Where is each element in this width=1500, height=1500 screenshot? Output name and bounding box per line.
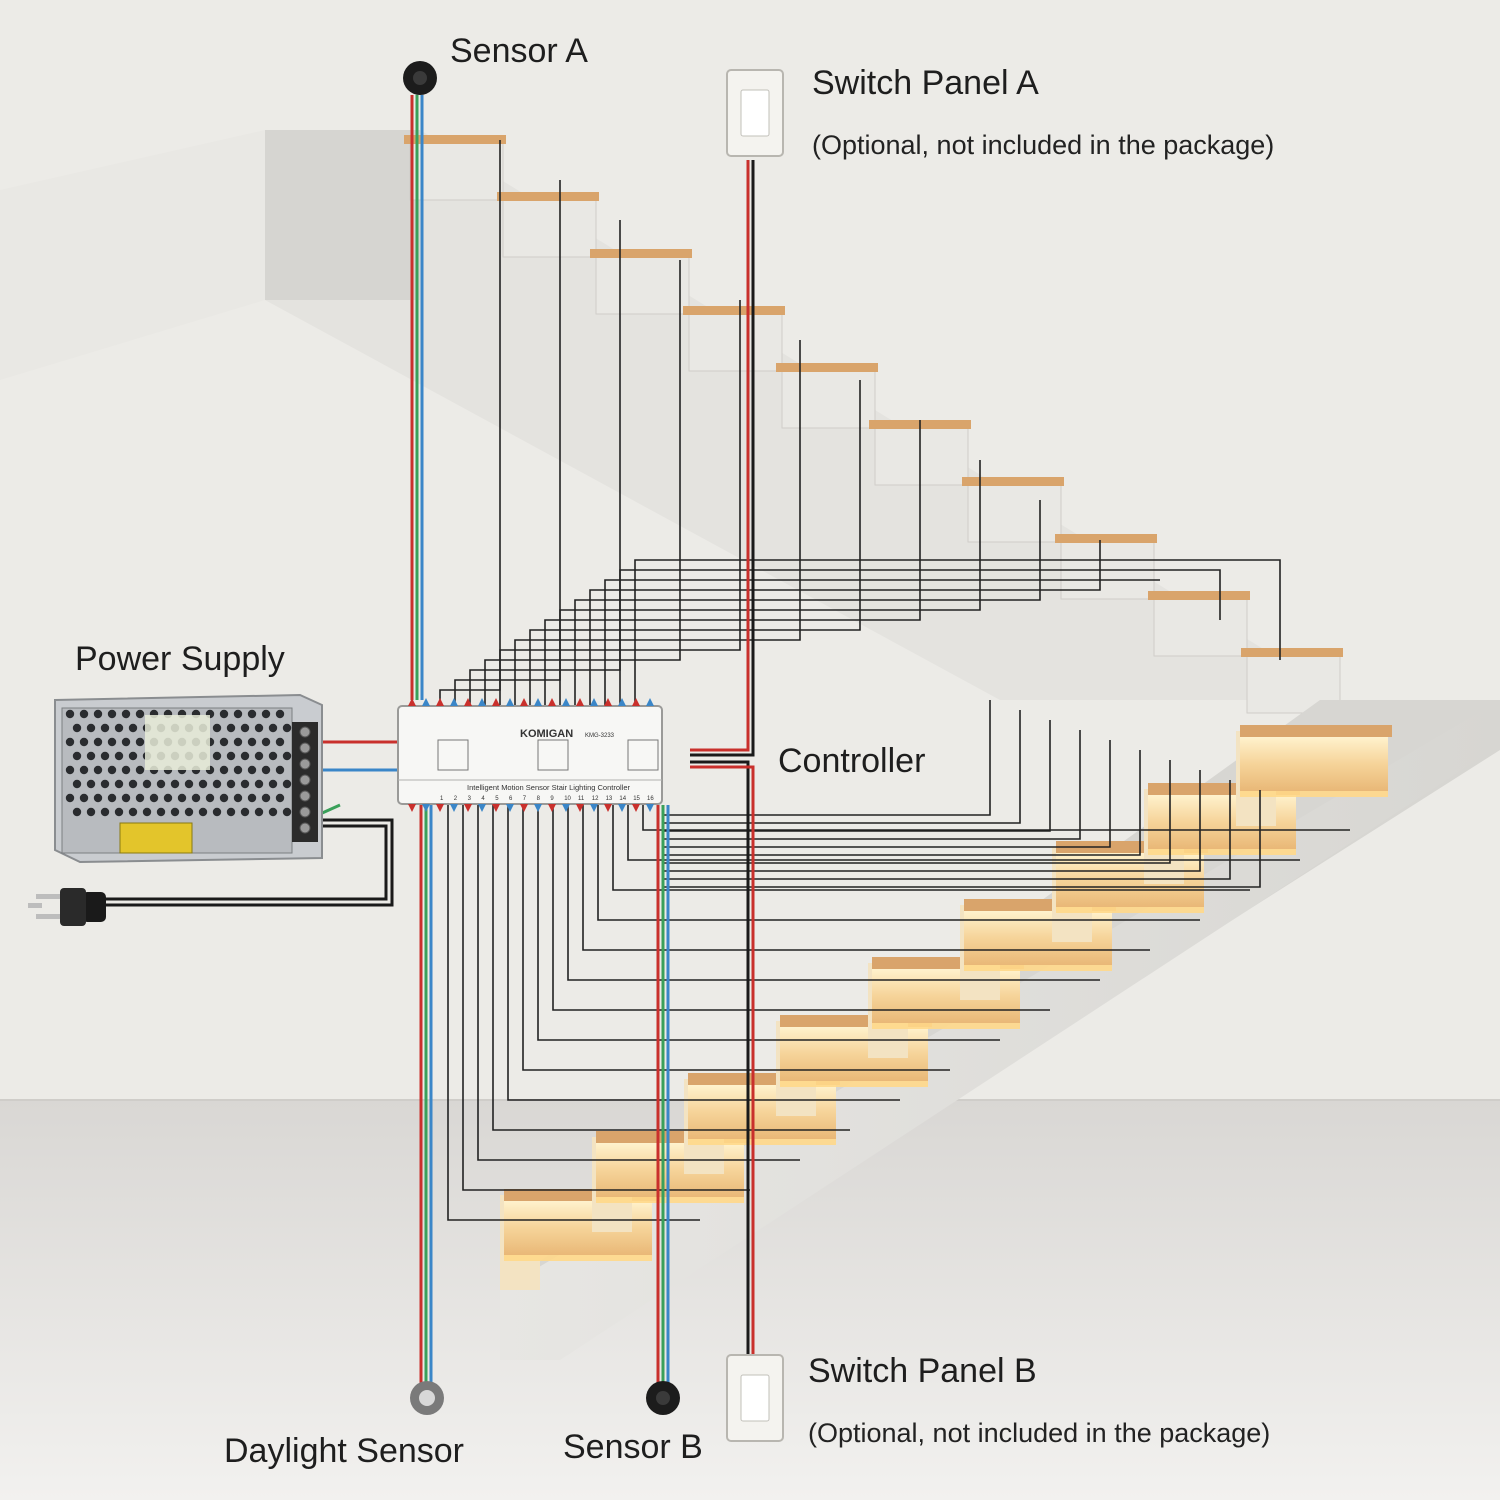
daylight-sensor-cable (419, 805, 433, 1385)
switch-panel-a-note: (Optional, not included in the package) (812, 130, 1275, 160)
upper-tread (1241, 648, 1343, 657)
power-supply-unit (54, 693, 323, 864)
switch-panel-b-cable (690, 760, 755, 1355)
power-supply-label: Power Supply (75, 640, 285, 678)
daylight-sensor-device (410, 1381, 444, 1415)
switch-panel-b-device (726, 1354, 784, 1442)
daylight-sensor-label: Daylight Sensor (224, 1432, 465, 1470)
controller-step-number: 10 (564, 796, 571, 802)
controller-step-number: 15 (633, 796, 640, 802)
sensor-a-cable (410, 95, 424, 700)
step-wires (439, 140, 1350, 1221)
controller-step-number: 14 (619, 796, 626, 802)
controller-step-number: 11 (578, 796, 585, 802)
switch-panel-a-label: Switch Panel A (812, 64, 1039, 102)
switch-panel-a-cable (690, 160, 755, 757)
sensor-a-label: Sensor A (450, 32, 588, 70)
controller-step-number: 1 (440, 796, 444, 802)
switch-panel-b-note: (Optional, not included in the package) (808, 1418, 1271, 1448)
sensor-b-label: Sensor B (563, 1428, 703, 1466)
controller-caption: Intelligent Motion Sensor Stair Lighting… (467, 783, 631, 792)
lower-tread (1240, 725, 1392, 737)
sensor-a-device (403, 61, 437, 95)
lit-riser (1240, 736, 1388, 791)
upper-tread (683, 306, 785, 315)
sensor-b-device (646, 1381, 680, 1415)
controller-step-number: 16 (647, 796, 654, 802)
controller-step-number: 12 (592, 796, 599, 802)
controller-step-number: 4 (481, 796, 485, 802)
switch-panel-b-label: Switch Panel B (808, 1352, 1037, 1390)
controller-brand: KOMIGAN (520, 728, 573, 740)
controller-step-number: 2 (454, 796, 458, 802)
controller-step-number: 13 (606, 796, 613, 802)
controller-step-number: 5 (495, 796, 499, 802)
upper-tread (497, 192, 599, 201)
controller-step-number: 7 (523, 796, 527, 802)
switch-panel-a-device (726, 69, 784, 157)
controller-step-number: 3 (468, 796, 472, 802)
controller-unit: KOMIGAN KMG-3233 Intelligent Motion Sens… (397, 698, 663, 812)
power-supply-wires (100, 740, 398, 907)
upper-tread (590, 249, 692, 258)
upper-tread (1148, 591, 1250, 600)
controller-step-number: 8 (537, 796, 541, 802)
power-plug (28, 888, 106, 926)
upper-tread (404, 135, 506, 144)
controller-label: Controller (778, 742, 926, 780)
upper-tread (962, 477, 1064, 486)
controller-step-number: 6 (509, 796, 513, 802)
sensor-b-cable (656, 805, 670, 1385)
controller-model: KMG-3233 (585, 733, 615, 739)
controller-step-number: 9 (550, 796, 554, 802)
upper-tread (776, 363, 878, 372)
upper-tread (1055, 534, 1157, 543)
lit-stair-steps (500, 725, 1392, 1290)
